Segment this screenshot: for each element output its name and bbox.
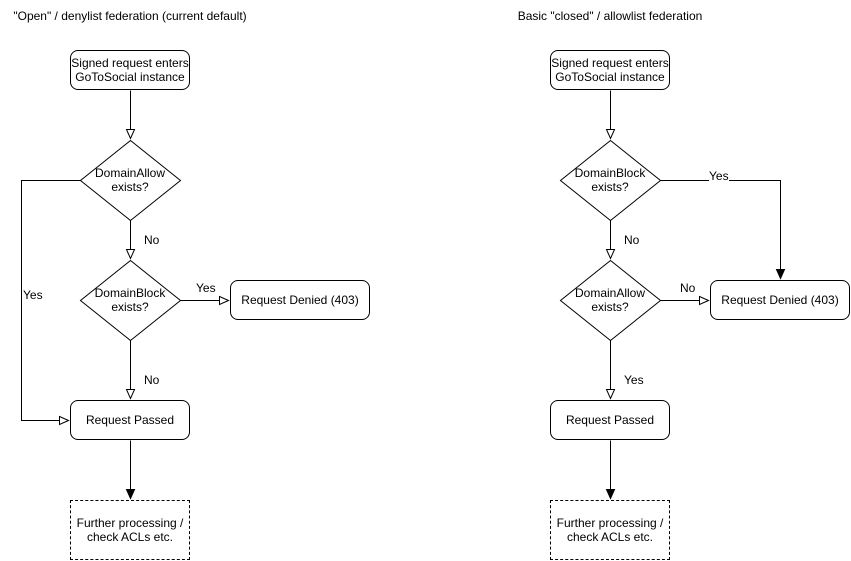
decision-diamond-domainallow — [79, 139, 182, 222]
edge-label-yes: Yes — [196, 281, 216, 295]
decision-diamond-domainallow — [559, 259, 662, 342]
edge-label-no: No — [624, 233, 640, 247]
node-request-passed: Request Passed — [70, 400, 190, 440]
edge-domainblock-yes-to-denied — [660, 180, 781, 279]
decision-diamond-domainblock — [79, 259, 182, 342]
node-signed-request: Signed request enters GoToSocial instanc… — [70, 50, 190, 90]
decision-diamond-domainblock — [559, 139, 662, 222]
edge-domainallow-yes-to-passed — [21, 180, 81, 421]
edge-label-no: No — [144, 233, 160, 247]
decision-domainblock-label: DomainBlock exists? — [574, 166, 646, 194]
node-request-passed: Request Passed — [550, 400, 670, 440]
edge-label-yes: Yes — [709, 169, 729, 183]
edge-label-yes: Yes — [624, 373, 644, 387]
flowchart-edges — [559, 90, 851, 561]
node-request-denied: Request Denied (403) — [230, 280, 370, 320]
chart-title: Basic "closed" / allowlist federation — [517, 9, 703, 23]
node-further-processing: Further processing / check ACLs etc. — [70, 500, 190, 560]
edge-label-no: No — [680, 281, 696, 295]
flowchart-open-denylist: "Open" / denylist federation (current de… — [0, 0, 420, 561]
flowchart-edges — [21, 90, 420, 561]
node-request-denied: Request Denied (403) — [710, 280, 850, 320]
node-further-processing: Further processing / check ACLs etc. — [550, 500, 670, 560]
chart-title: "Open" / denylist federation (current de… — [13, 9, 247, 23]
decision-domainallow-label: DomainAllow exists? — [94, 166, 166, 194]
decision-domainblock-label: DomainBlock exists? — [94, 286, 166, 314]
edge-label-yes: Yes — [23, 288, 43, 302]
edge-label-no: No — [144, 373, 160, 387]
decision-domainallow-label: DomainAllow exists? — [574, 286, 646, 314]
flowchart-closed-allowlist: Basic "closed" / allowlist federation Si… — [480, 0, 851, 561]
node-signed-request: Signed request enters GoToSocial instanc… — [550, 50, 670, 90]
